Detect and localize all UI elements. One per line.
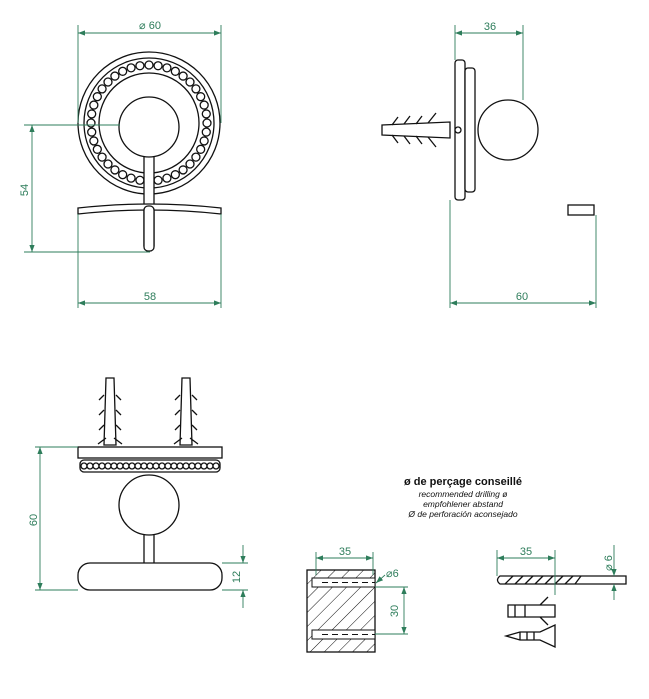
anchor-left (97, 377, 123, 446)
bead (87, 109, 97, 119)
height-label: 60 (28, 514, 40, 526)
bead (110, 71, 120, 81)
knob (118, 474, 180, 536)
bead (185, 77, 195, 87)
side-view: 36 60 (381, 21, 597, 308)
bead (135, 175, 145, 185)
wall-anchor (381, 121, 451, 139)
bead (178, 71, 188, 81)
bead (103, 77, 113, 87)
diameter-label: ⌀6 (386, 568, 399, 580)
bead (162, 173, 172, 183)
width-label: 58 (144, 291, 156, 303)
bead (196, 144, 206, 154)
bead (182, 462, 190, 470)
depth-label: 36 (484, 21, 496, 33)
bead (153, 175, 163, 185)
bead (164, 462, 172, 470)
bead (135, 61, 145, 71)
front-view: ⌀ 60 54 58 (19, 20, 222, 308)
drill-bit (496, 575, 627, 585)
bead (201, 127, 211, 137)
depth-label: 35 (520, 546, 532, 558)
bead (144, 60, 154, 70)
bead (199, 136, 209, 146)
note-line-en: recommended drilling ø (419, 489, 508, 499)
bead (188, 462, 196, 470)
bead (152, 462, 160, 470)
bead (118, 170, 128, 180)
bead (170, 462, 178, 470)
diameter-label: ⌀ 6 (603, 555, 615, 571)
note-line-es: Ø de perforación aconsejado (407, 509, 517, 519)
note-title: ø de perçage conseillé (404, 476, 522, 488)
bead (194, 462, 202, 470)
bead (92, 462, 100, 470)
anchor-right (173, 377, 199, 446)
bead (170, 170, 180, 180)
bead (89, 100, 99, 110)
bead (92, 92, 102, 102)
height-label: 54 (19, 184, 31, 196)
bead (80, 462, 88, 470)
bead (170, 66, 180, 76)
bead (162, 63, 172, 73)
bead (191, 152, 201, 162)
hardware: 35 ⌀ 6 (496, 545, 627, 649)
bead (98, 462, 106, 470)
bead (89, 136, 99, 146)
drilling-note: ø de perçage conseillé recommended drill… (404, 476, 522, 519)
bead (116, 462, 124, 470)
bead (206, 462, 214, 470)
bead (97, 152, 107, 162)
length-label: 60 (516, 291, 528, 303)
bead-ring (86, 60, 212, 186)
bead (146, 462, 154, 470)
bead (191, 84, 201, 94)
knob (477, 99, 539, 161)
bead (140, 462, 148, 470)
bead (104, 462, 112, 470)
bead (178, 165, 188, 175)
knob (118, 96, 180, 158)
bead (185, 159, 195, 169)
bead (176, 462, 184, 470)
bead (92, 144, 102, 154)
bead (128, 462, 136, 470)
bead (200, 462, 208, 470)
wall-block-section: 35 ⌀6 30 (306, 546, 408, 653)
bead (202, 118, 212, 128)
screw (503, 623, 556, 649)
bead (158, 462, 166, 470)
base-label: 12 (231, 571, 243, 583)
bead (153, 61, 163, 71)
diameter-label: ⌀ 60 (139, 20, 161, 32)
spacing-label: 30 (389, 605, 401, 617)
depth-label: 35 (339, 546, 351, 558)
bead (126, 63, 136, 73)
bead (126, 173, 136, 183)
bead (87, 127, 97, 137)
bead-row (80, 462, 220, 470)
wall-plug (507, 596, 556, 626)
note-line-de: empfohlener abstand (423, 499, 503, 509)
bead (201, 109, 211, 119)
bead (134, 462, 142, 470)
bead (97, 84, 107, 94)
bead (103, 159, 113, 169)
bead (110, 462, 118, 470)
bead (196, 92, 206, 102)
bead (122, 462, 130, 470)
bead (86, 462, 94, 470)
bead (110, 165, 120, 175)
top-view: 60 12 (28, 377, 248, 608)
bead (212, 462, 220, 470)
bead (199, 100, 209, 110)
bead (86, 118, 96, 128)
bead (118, 66, 128, 76)
